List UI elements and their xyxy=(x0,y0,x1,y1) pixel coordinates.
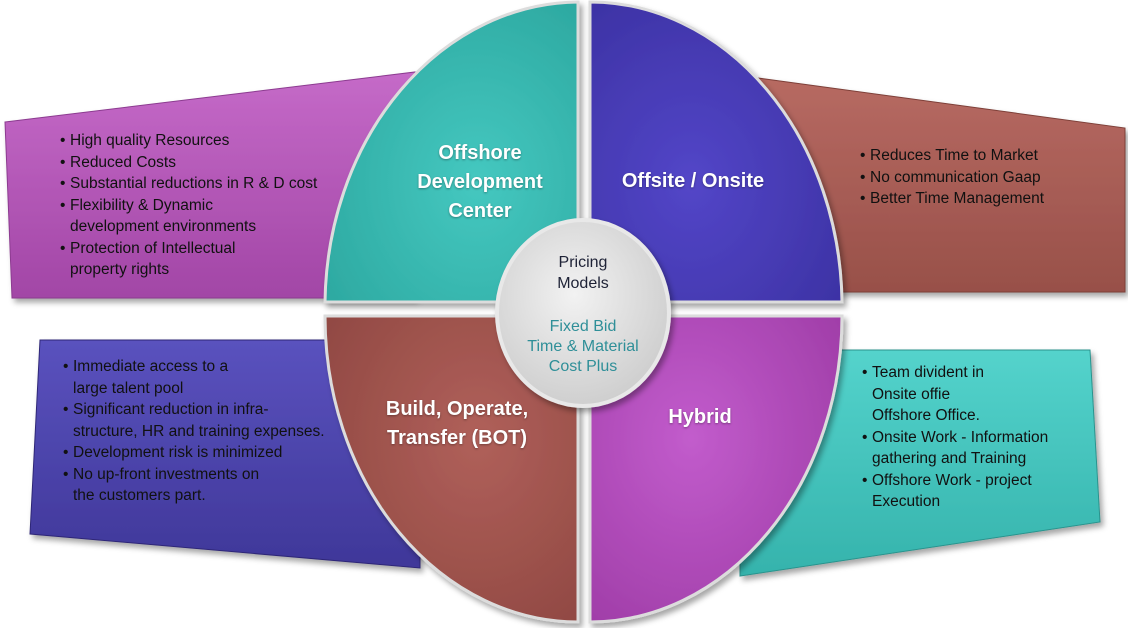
bullets-offshore-development-center: High quality Resources Reduced Costs Sub… xyxy=(60,130,360,281)
bullets-build-operate-transfer: Immediate access to a large talent pool S… xyxy=(63,356,363,507)
bullet-text: Onsite Work - Information xyxy=(872,428,1049,446)
bullet-text: property rights xyxy=(70,261,170,278)
bullet-item: High quality Resources xyxy=(60,130,360,152)
bullets-offsite-onsite: Reduces Time to Market No communication … xyxy=(860,145,1100,210)
title-line: Build, Operate, xyxy=(385,398,529,420)
bullet-text: development environments xyxy=(70,218,257,235)
center-title: Pricing Models xyxy=(523,252,643,294)
bullet-item: Substantial reductions in R & D cost xyxy=(60,173,360,195)
bullet-item: Significant reduction in infra-structure… xyxy=(63,399,363,442)
title-offsite-onsite: Offsite / Onsite xyxy=(603,167,783,196)
bullet-text: Offshore Work - project xyxy=(872,471,1032,489)
bullet-text: Reduces Time to Market xyxy=(870,147,1038,164)
title-offshore-development-center: Offshore Development Center xyxy=(400,139,560,226)
center-title-line: Models xyxy=(557,275,609,292)
quadrant-hybrid xyxy=(588,314,844,624)
bullet-item: No up-front investments on the customers … xyxy=(63,464,363,507)
bullet-item: Flexibility & Dynamic development environ… xyxy=(60,195,360,238)
center-model: Cost Plus xyxy=(548,358,618,375)
title-build-operate-transfer: Build, Operate, Transfer (BOT) xyxy=(362,395,552,453)
bullet-text: Offshore Office. xyxy=(872,407,980,424)
bullet-item: Immediate access to a large talent pool xyxy=(63,356,363,399)
bullet-text: No communication Gaap xyxy=(870,168,1041,186)
title-line: Offshore xyxy=(438,142,522,164)
bullet-text: large talent pool xyxy=(73,379,184,397)
bullet-item: Reduced Costs xyxy=(60,152,360,174)
center-model: Fixed Bid xyxy=(549,318,617,335)
title-line: Transfer (BOT) xyxy=(386,427,528,449)
bullet-text: No up-front investments on xyxy=(73,465,260,483)
title-hybrid: Hybrid xyxy=(640,403,760,432)
bullet-text: High quality Resources xyxy=(70,132,230,149)
bullet-item: Reduces Time to Market xyxy=(860,145,1100,167)
bullet-text: Development risk is minimized xyxy=(73,444,283,461)
center-model: Time & Material xyxy=(527,338,639,355)
quadrant-offsite-onsite xyxy=(588,0,844,304)
bullet-text: structure, HR and training expenses. xyxy=(73,422,325,440)
bullet-item: Better Time Management xyxy=(860,188,1100,210)
bullet-text: Team divident in xyxy=(872,364,985,381)
bullet-text: Substantial reductions in R & D cost xyxy=(70,175,318,192)
title-line: Offsite / Onsite xyxy=(621,170,765,192)
bullet-text: Execution xyxy=(872,493,941,510)
title-line: Development xyxy=(417,171,543,193)
bullet-item: Protection of Intellectual property right… xyxy=(60,238,360,281)
bullet-text: Better Time Management xyxy=(870,190,1045,207)
center-circle xyxy=(495,218,671,408)
title-line: Hybrid xyxy=(668,406,732,428)
center-title-line: Pricing xyxy=(558,254,608,271)
title-line: Center xyxy=(448,200,512,222)
bullet-item: Onsite Work - Information gathering and T… xyxy=(862,427,1092,470)
bullet-item: Development risk is minimized xyxy=(63,442,363,464)
bullet-text: Onsite offie xyxy=(872,385,951,403)
bullet-text: Protection of Intellectual xyxy=(70,239,236,257)
bullet-text: Immediate access to a xyxy=(73,358,229,375)
center-models: Fixed Bid Time & Material Cost Plus xyxy=(503,317,663,377)
bullet-text: Reduced Costs xyxy=(70,153,176,171)
bullet-item: No communication Gaap xyxy=(860,167,1100,189)
bullet-text: Flexibility & Dynamic xyxy=(70,196,213,214)
bullet-text: gathering and Training xyxy=(872,450,1027,467)
bullet-text: Significant reduction in infra- xyxy=(73,401,269,418)
bullet-text: the customers part. xyxy=(73,487,206,504)
